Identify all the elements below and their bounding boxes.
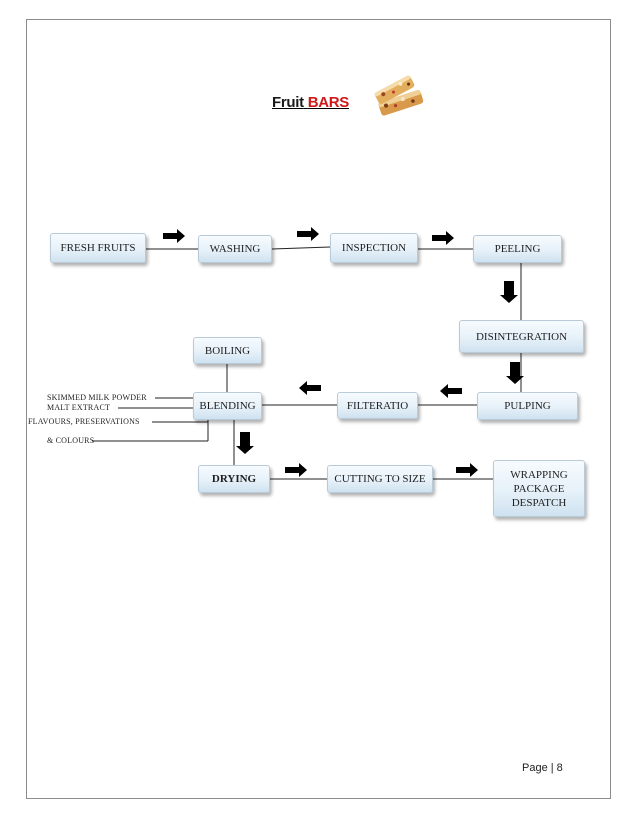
note-colours: & COLOURS xyxy=(47,436,95,445)
arrow-down-3 xyxy=(236,432,254,454)
despatch-line: DESPATCH xyxy=(511,496,567,509)
step-boiling: BOILING xyxy=(193,337,262,364)
arrow-right-5 xyxy=(456,463,478,477)
arrow-down-1 xyxy=(500,281,518,303)
step-peeling: PEELING xyxy=(473,235,562,263)
step-drying: DRYING xyxy=(198,465,270,493)
arrow-right-3 xyxy=(432,231,454,245)
note-malt-extract: MALT EXTRACT xyxy=(47,403,111,412)
step-inspection: INSPECTION xyxy=(330,233,418,263)
title-fruit: Fruit xyxy=(272,94,304,111)
step-filteratio: FILTERATIO xyxy=(337,392,418,419)
arrow-left-2 xyxy=(299,381,321,395)
title-bars: BARS xyxy=(307,94,350,111)
wrapping-line: WRAPPING xyxy=(510,468,568,481)
step-disintegration: DISINTEGRATION xyxy=(459,320,584,353)
step-fresh-fruits: FRESH FRUITS xyxy=(50,233,146,263)
step-cutting-to-size: CUTTING TO SIZE xyxy=(327,465,433,493)
arrow-right-2 xyxy=(297,227,319,241)
note-skimmed-milk: SKIMMED MILK POWDER xyxy=(47,393,147,402)
package-line: PACKAGE xyxy=(513,482,565,495)
step-blending: BLENDING xyxy=(193,392,262,420)
page-title: Fruit BARS xyxy=(272,94,349,111)
arrow-left-1 xyxy=(440,384,462,398)
step-wrapping-package-despatch: WRAPPING PACKAGE DESPATCH xyxy=(493,460,585,517)
page-border xyxy=(26,19,611,799)
page-number: Page | 8 xyxy=(522,762,563,774)
arrow-right-4 xyxy=(285,463,307,477)
arrow-down-2 xyxy=(506,362,524,384)
fruit-bar-image xyxy=(374,75,424,116)
note-flavours: FLAVOURS, PRESERVATIONS xyxy=(28,417,140,426)
step-washing: WASHING xyxy=(198,235,272,263)
arrow-right-1 xyxy=(163,229,185,243)
step-pulping: PULPING xyxy=(477,392,578,420)
